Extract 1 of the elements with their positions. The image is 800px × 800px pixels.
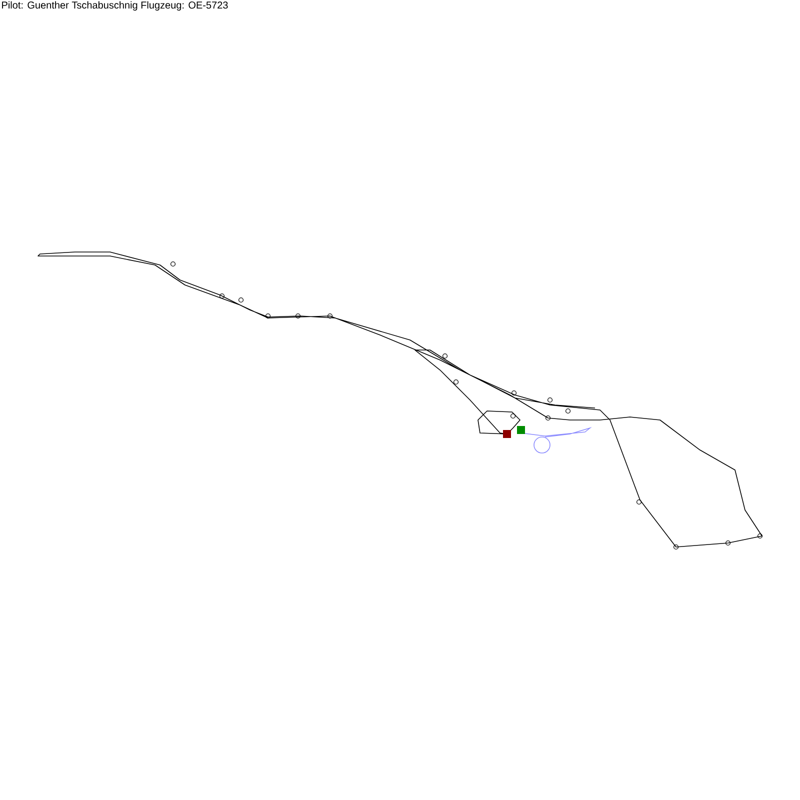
title: Pilot: Guenther Tschabuschnig Flugzeug: OE-5723 [2,1,228,11]
